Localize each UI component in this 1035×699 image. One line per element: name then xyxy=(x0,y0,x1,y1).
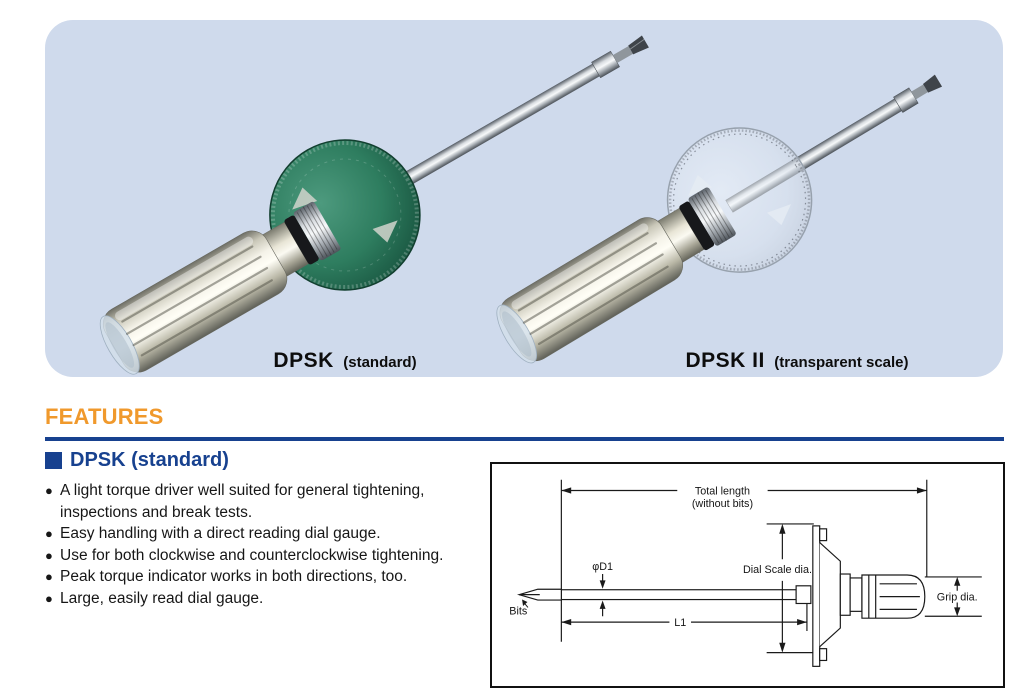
list-item: ● A light torque driver well suited for … xyxy=(45,480,469,523)
bits-label: Bits xyxy=(509,605,528,617)
product-label-dpsk2: DPSK II (transparent scale) xyxy=(685,349,908,373)
dimension-diagram-box: Total length (without bits) φD1 Dial Sca… xyxy=(490,462,1005,688)
bullet-icon: ● xyxy=(45,483,53,498)
list-item: ● Easy handling with a direct reading di… xyxy=(45,523,469,545)
bullet-icon: ● xyxy=(45,569,53,585)
bullet-icon: ● xyxy=(45,590,53,606)
product-photo-panel: DPSK (standard) DPSK II (transparent sca… xyxy=(45,20,1003,377)
feature-text: A light torque driver well suited for ge… xyxy=(60,482,425,521)
subheading-row: DPSK (standard) xyxy=(45,449,229,472)
feature-text: Easy handling with a direct reading dial… xyxy=(60,525,381,543)
product-name: DPSK II xyxy=(685,349,765,372)
list-item: ● Use for both clockwise and countercloc… xyxy=(45,545,469,567)
dial-scale-dia-label: Dial Scale dia. xyxy=(743,564,812,576)
feature-list: ● A light torque driver well suited for … xyxy=(45,480,469,610)
total-length-sub-label: (without bits) xyxy=(692,498,753,510)
feature-text: Peak torque indicator works in both dire… xyxy=(60,568,408,586)
product-variant: (transparent scale) xyxy=(774,354,909,371)
model-subheading: DPSK (standard) xyxy=(70,449,229,471)
product-photos-illustration xyxy=(99,35,943,375)
shaft-dia-label: φD1 xyxy=(592,561,613,573)
screwdriver-dpsk-standard xyxy=(99,35,649,375)
bullet-icon: ● xyxy=(45,526,53,542)
dimension-diagram: Total length (without bits) φD1 Dial Sca… xyxy=(509,479,982,667)
bullet-icon: ● xyxy=(45,547,53,563)
section-divider xyxy=(45,437,1004,441)
screwdriver-dpsk2-transparent xyxy=(496,74,943,364)
features-heading: FEATURES xyxy=(45,404,164,429)
shaft-length-label: L1 xyxy=(674,617,686,629)
product-variant: (standard) xyxy=(343,354,417,371)
feature-text: Use for both clockwise and counterclockw… xyxy=(60,546,444,564)
total-length-label: Total length xyxy=(695,485,750,497)
list-item: ● Peak torque indicator works in both di… xyxy=(45,566,469,588)
feature-text: Large, easily read dial gauge. xyxy=(60,589,264,607)
list-item: ● Large, easily read dial gauge. xyxy=(45,588,469,610)
grip-dia-label: Grip dia. xyxy=(937,592,978,604)
blue-square-bullet-icon xyxy=(45,452,62,469)
product-name: DPSK xyxy=(273,349,334,372)
product-label-dpsk: DPSK (standard) xyxy=(273,349,416,373)
